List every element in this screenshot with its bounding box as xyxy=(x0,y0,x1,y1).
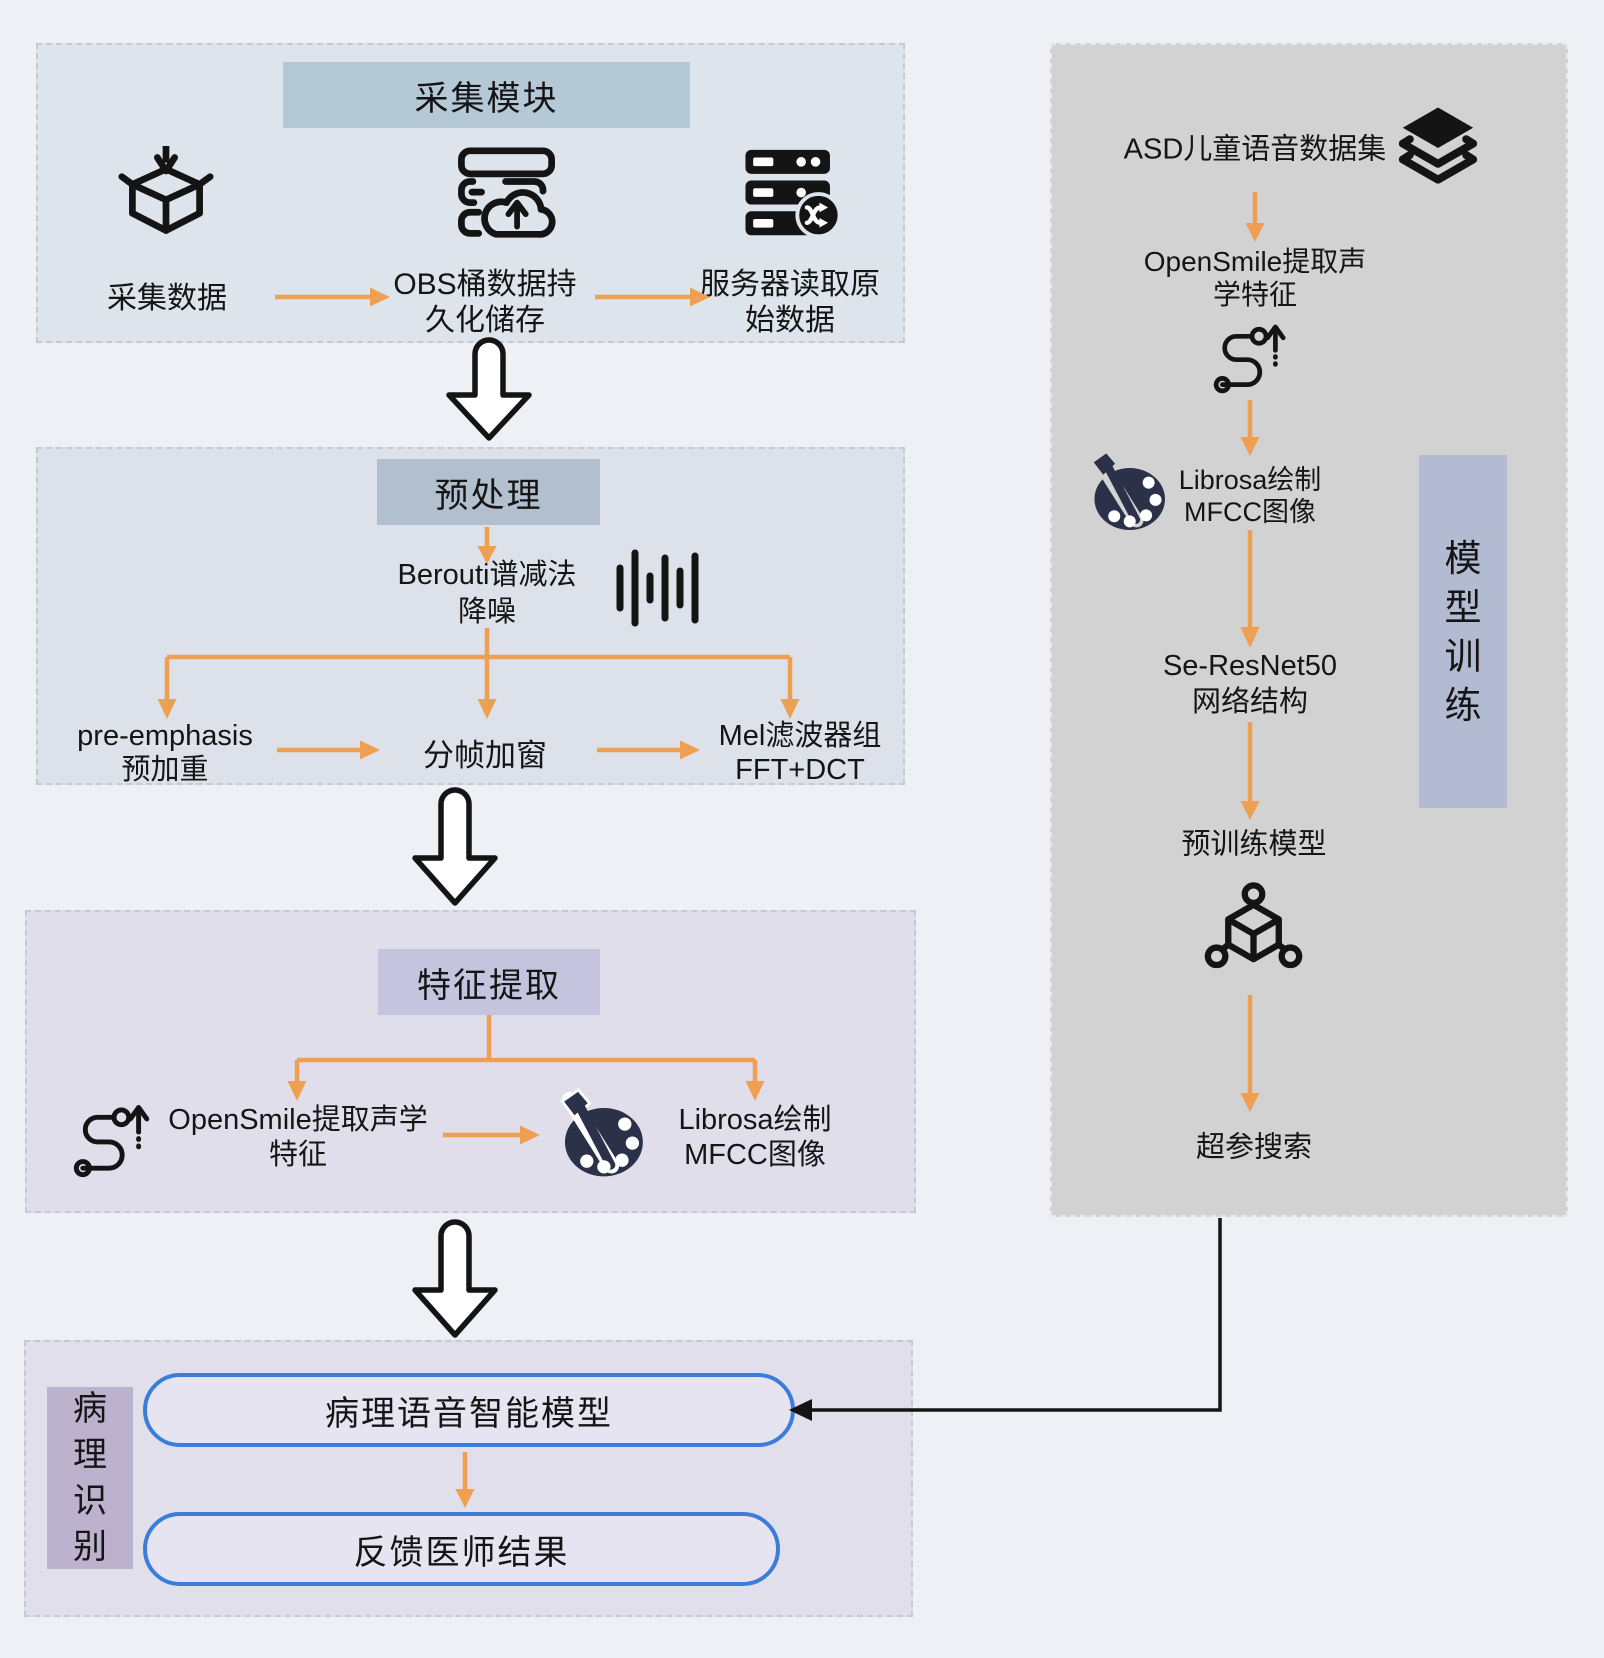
pretrained-model-step: 预训练模型 xyxy=(1181,828,1327,861)
framing-windowing-step: 分帧加窗 xyxy=(423,738,547,773)
route-up-icon xyxy=(73,1105,150,1178)
pre-emphasis-line1: pre-emphasis xyxy=(77,720,253,752)
obs-storage-line1: OBS桶数据持 xyxy=(393,268,577,301)
asd-dataset-step: ASD儿童语音数据集 xyxy=(1123,133,1387,166)
opensmile-feature-line1: OpenSmile提取声学 xyxy=(168,1104,428,1136)
training-opensmile-step: OpenSmile提取声 学特征 xyxy=(1144,245,1367,311)
librosa-mfcc-line1: Librosa绘制 xyxy=(678,1104,832,1136)
feature-extraction-title: 特征提取 xyxy=(378,949,600,1015)
server-shuffle-icon xyxy=(745,149,842,239)
training-librosa-line2: MFCC图像 xyxy=(1184,497,1316,527)
opensmile-feature-step: OpenSmile提取声学 特征 xyxy=(168,1103,427,1173)
mel-line2: FFT+DCT xyxy=(735,754,865,786)
training-librosa-line1: Librosa绘制 xyxy=(1178,465,1322,495)
obs-storage-line2: 久化储存 xyxy=(424,304,545,337)
server-read-step: 服务器读取原 始数据 xyxy=(700,267,880,339)
server-read-line2: 始数据 xyxy=(745,304,835,337)
opensmile-feature-line2: 特征 xyxy=(268,1139,327,1171)
palette-icon xyxy=(1090,450,1165,530)
cloud-upload-server-icon xyxy=(458,147,556,238)
big-arrow-preprocess-to-feature xyxy=(412,787,498,906)
server-read-line1: 服务器读取原 xyxy=(700,268,880,301)
big-arrow-feature-to-pathology xyxy=(412,1219,498,1338)
se-resnet50-step: Se-ResNet50 网络结构 xyxy=(1163,648,1337,720)
se-resnet50-line2: 网络结构 xyxy=(1191,686,1308,718)
pre-emphasis-step: pre-emphasis 预加重 xyxy=(77,719,253,787)
pathology-model-node: 病理语音智能模型 xyxy=(143,1373,795,1447)
mel-line1: Mel滤波器组 xyxy=(718,720,882,752)
mel-filterbank-step: Mel滤波器组 FFT+DCT xyxy=(719,719,882,787)
palette-icon xyxy=(560,1088,643,1177)
librosa-mfcc-line2: MFCC图像 xyxy=(684,1139,826,1171)
training-opensmile-line1: OpenSmile提取声 xyxy=(1143,246,1367,277)
training-librosa-step: Librosa绘制 MFCC图像 xyxy=(1179,464,1322,528)
berouti-line1: Berouti谱减法 xyxy=(397,559,577,591)
berouti-line2: 降噪 xyxy=(457,596,517,628)
package-download-icon xyxy=(118,146,214,234)
training-opensmile-line2: 学特征 xyxy=(1212,279,1298,310)
obs-storage-step: OBS桶数据持 久化储存 xyxy=(393,267,576,339)
librosa-mfcc-step: Librosa绘制 MFCC图像 xyxy=(678,1103,831,1173)
hyperparam-search-step: 超参搜索 xyxy=(1195,1131,1313,1164)
pathology-side-label: 病 理 识 别 xyxy=(47,1387,133,1569)
collect-data-step: 采集数据 xyxy=(107,282,227,315)
layers-icon xyxy=(1398,107,1478,184)
se-resnet50-line1: Se-ResNet50 xyxy=(1162,650,1338,682)
model-training-side-label: 模 型 训 练 xyxy=(1419,455,1507,808)
collection-module-title: 采集模块 xyxy=(283,62,690,128)
waveform-icon xyxy=(616,549,699,627)
feedback-doctor-node: 反馈医师结果 xyxy=(143,1512,780,1586)
cube-nodes-icon xyxy=(1204,882,1303,969)
pre-emphasis-line2: 预加重 xyxy=(121,754,209,786)
berouti-denoise-step: Berouti谱减法 降噪 xyxy=(398,557,577,631)
route-up-icon xyxy=(1213,324,1286,394)
preprocess-title: 预处理 xyxy=(377,459,600,525)
big-arrow-collection-to-preprocess xyxy=(446,337,532,441)
